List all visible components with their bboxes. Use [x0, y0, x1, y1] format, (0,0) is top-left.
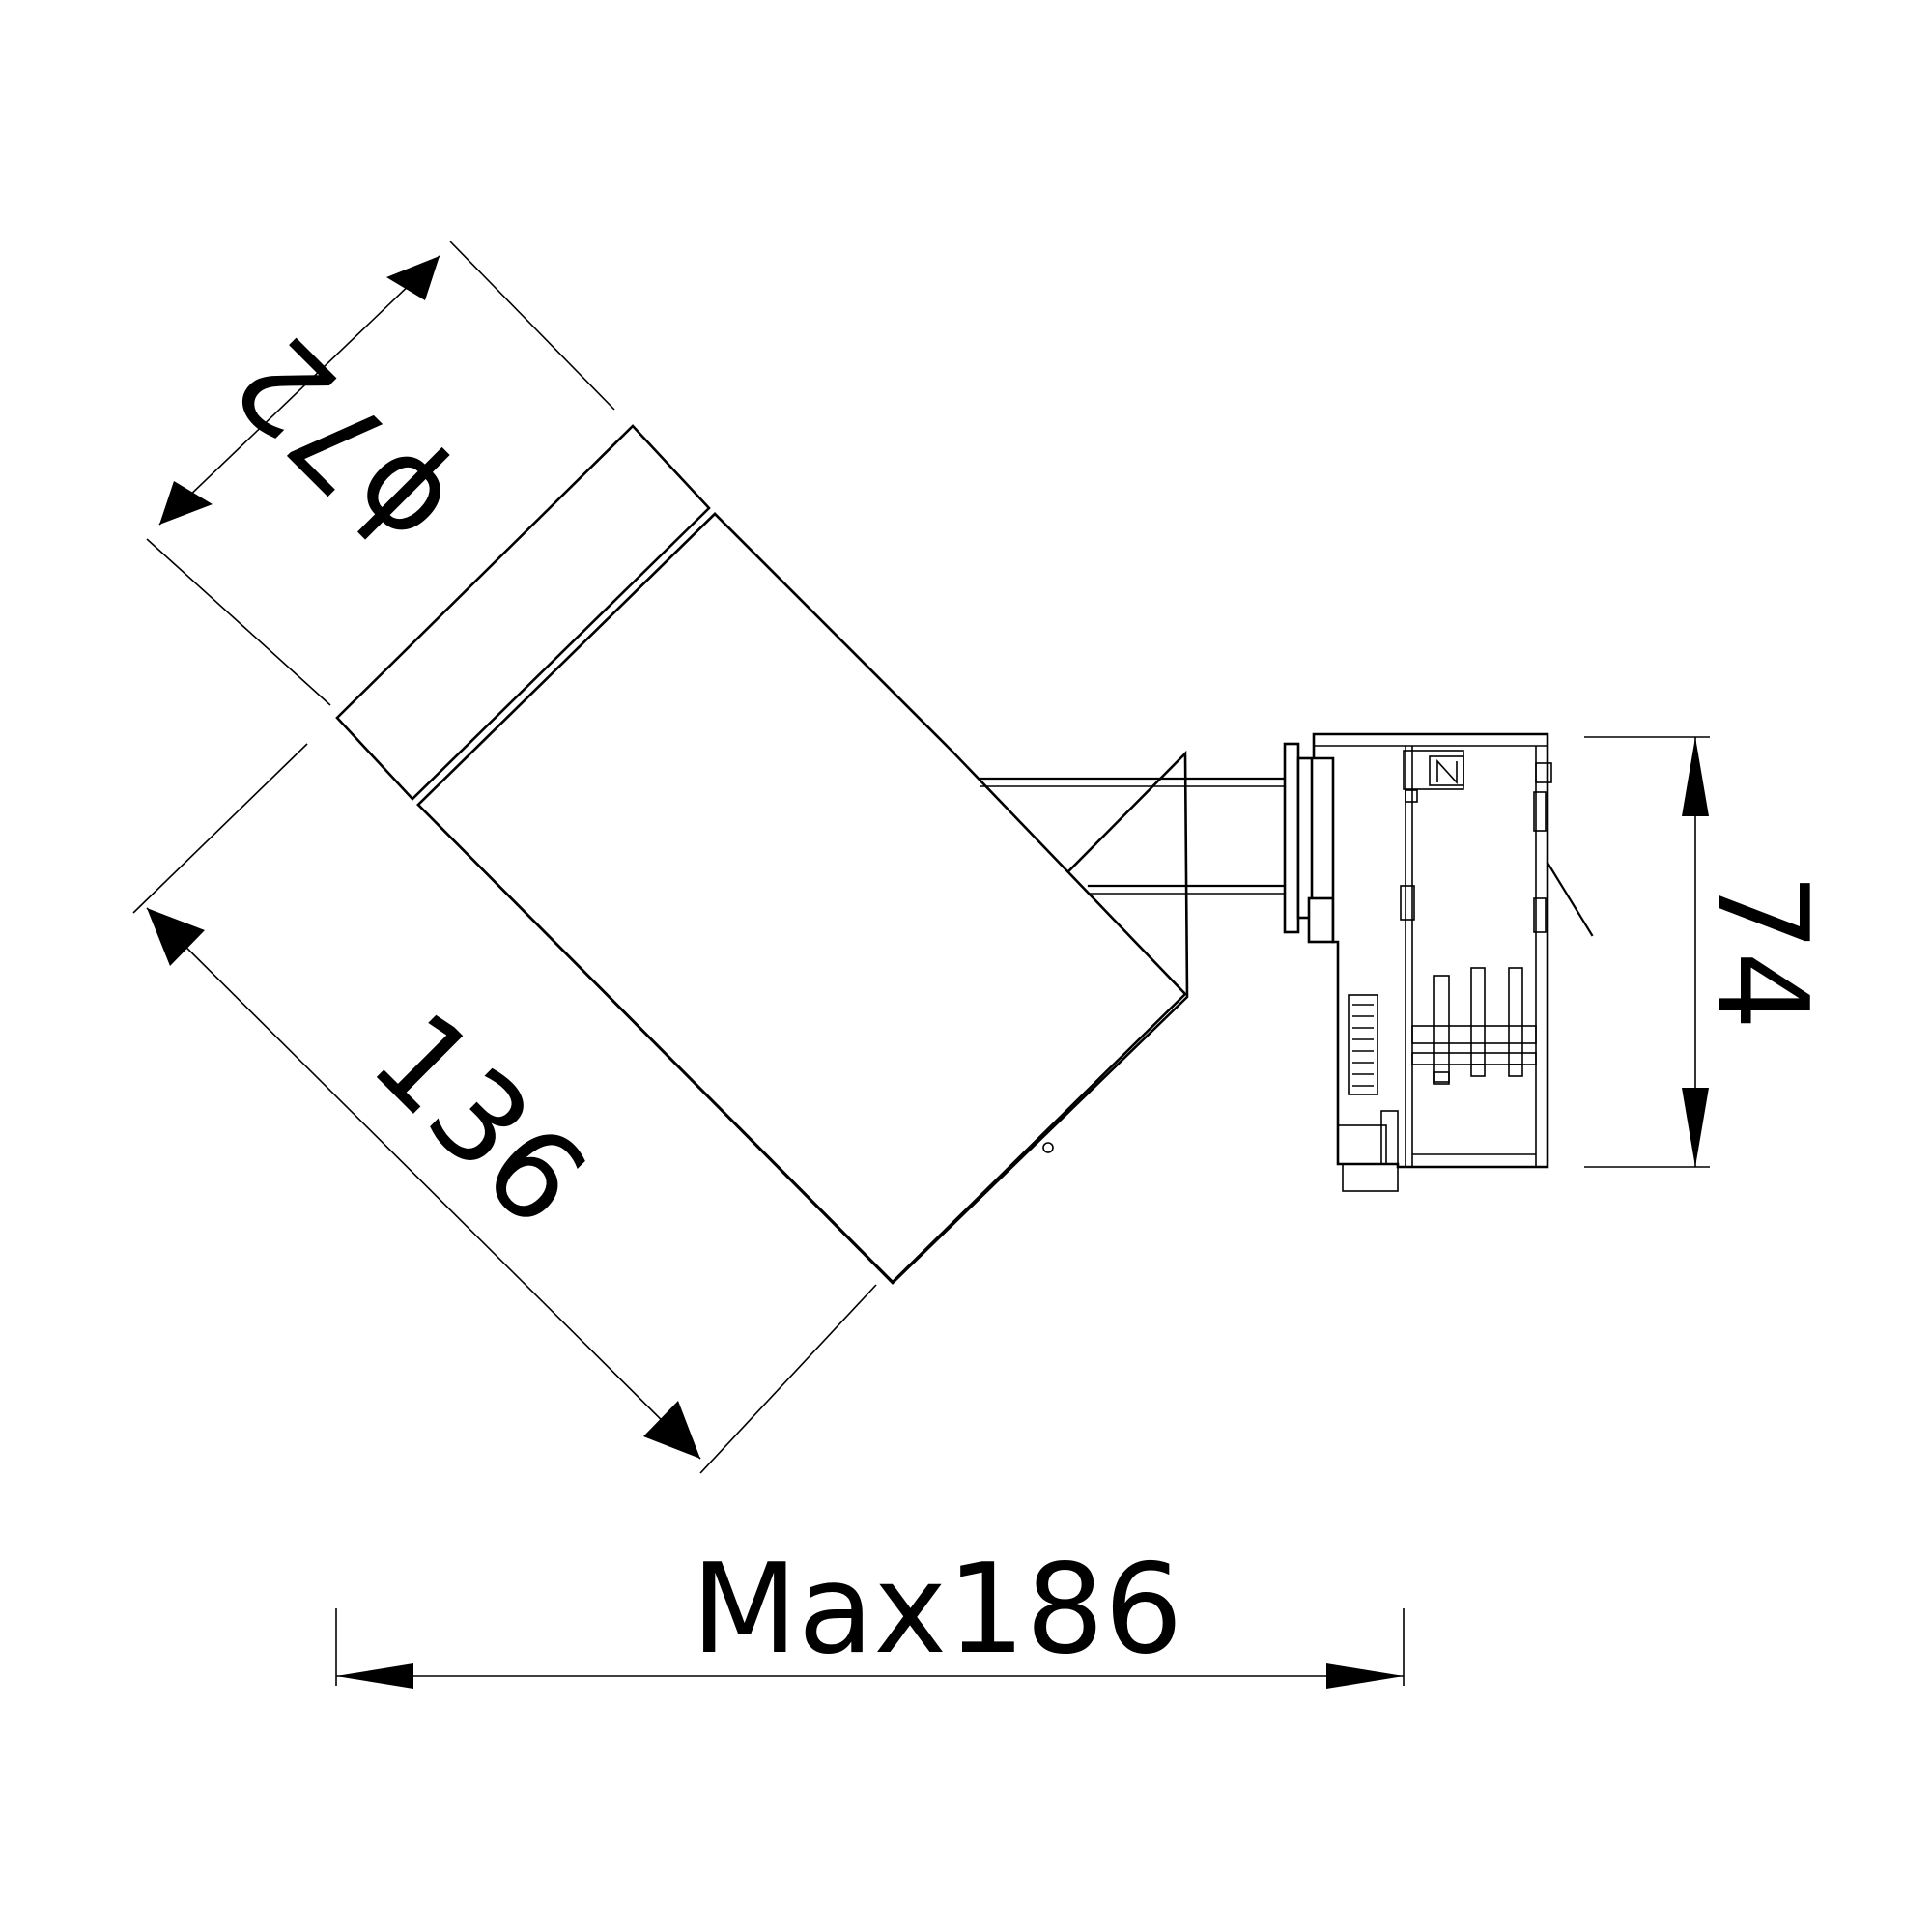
dimension-height: 74: [1584, 736, 1833, 1168]
length-label: 136: [345, 985, 613, 1254]
diameter-label: ϕ72: [207, 308, 477, 579]
lamp-head: [335, 424, 1189, 1285]
height-label: 74: [1690, 873, 1833, 1031]
lamp-cylinder: [416, 512, 1187, 1284]
track-adapter: [1283, 732, 1594, 1192]
dimension-max-width: Max186: [335, 1538, 1405, 1689]
adapter-knob: [1348, 994, 1378, 1095]
connecting-arm: [979, 777, 1290, 895]
adapter-housing: [1312, 732, 1549, 1169]
screw-detail: [1042, 1142, 1054, 1153]
max-width-label: Max186: [692, 1538, 1183, 1682]
